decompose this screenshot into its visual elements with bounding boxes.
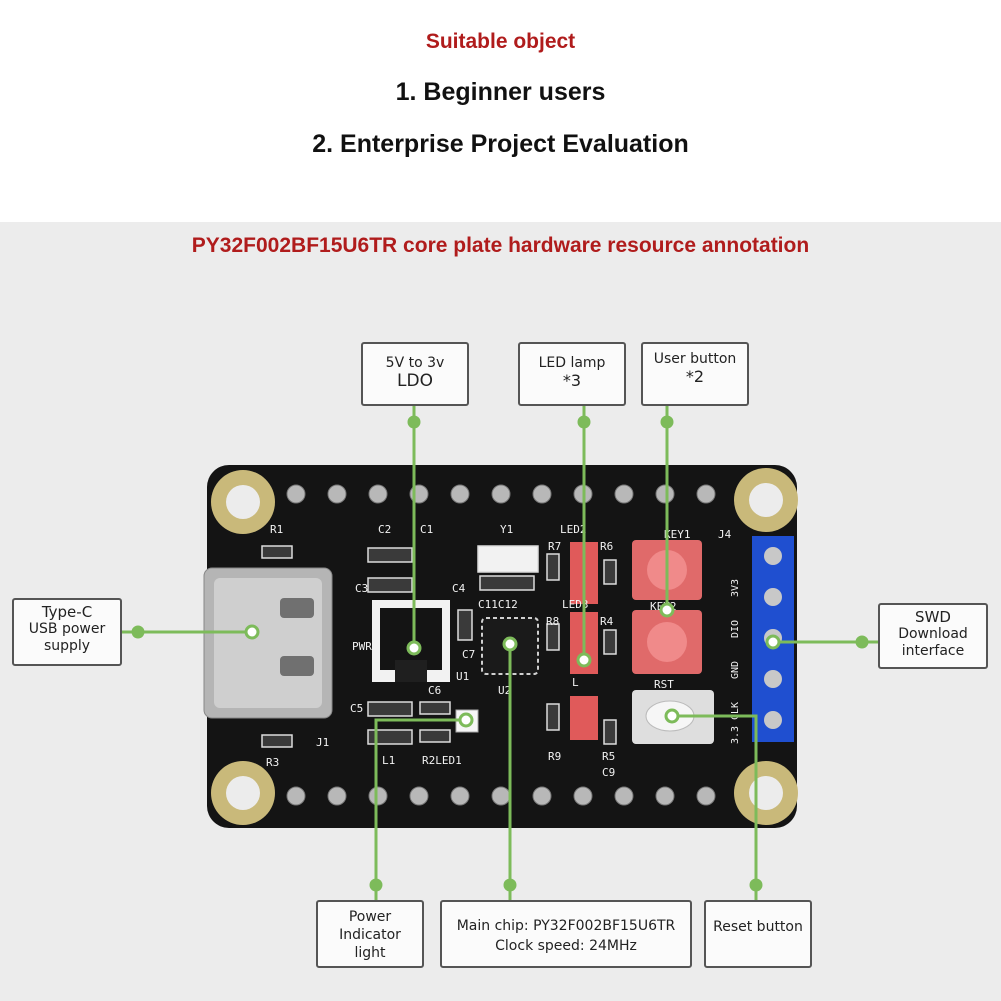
reset-label: Reset button bbox=[713, 919, 803, 935]
top-pin-pads bbox=[286, 484, 716, 504]
label-pwr: PWR bbox=[352, 640, 372, 653]
label-pin-clk: CLK bbox=[730, 702, 741, 720]
label-c5: C5 bbox=[350, 702, 363, 715]
callout-led-lamp: LED lamp *3 bbox=[518, 342, 626, 406]
led-lamp-line2: *3 bbox=[562, 371, 582, 390]
diagram-title: PY32F002BF15U6TR core plate hardware res… bbox=[191, 234, 810, 257]
label-r9: R9 bbox=[548, 750, 561, 763]
mount-holes bbox=[211, 468, 798, 825]
label-r2led1: R2LED1 bbox=[422, 754, 462, 767]
label-rst: RST bbox=[654, 678, 674, 691]
led-lamp-line1: LED lamp bbox=[538, 355, 606, 371]
label-led3: LED3 bbox=[562, 598, 589, 611]
label-c4: C4 bbox=[452, 582, 466, 595]
usb-c-connector bbox=[203, 567, 333, 719]
label-pin-3v3: 3V3 bbox=[730, 579, 741, 597]
beginner-users-line: 1. Beginner users bbox=[395, 78, 606, 106]
label-pin-33: 3.3 bbox=[730, 726, 741, 744]
callout-user-button: User button *2 bbox=[641, 342, 749, 406]
label-l1: L1 bbox=[382, 754, 395, 767]
label-c6: C6 bbox=[428, 684, 441, 697]
callout-reset: Reset button bbox=[704, 900, 812, 968]
swd-line1: SWD bbox=[915, 608, 951, 626]
label-r5: R5 bbox=[602, 750, 615, 763]
main-chip-line2: Clock speed: 24MHz bbox=[495, 938, 637, 954]
label-r8: R8 bbox=[546, 615, 559, 628]
label-led2: LED2 bbox=[560, 523, 587, 536]
power-line2: Indicator bbox=[339, 927, 401, 943]
user-button-line2: *2 bbox=[685, 367, 705, 386]
label-c11c12: C11C12 bbox=[478, 598, 518, 611]
label-r4: R4 bbox=[600, 615, 614, 628]
ldo-line2: LDO bbox=[397, 371, 433, 391]
callout-typec: Type-C USB power supply bbox=[12, 598, 122, 666]
leader-lines bbox=[122, 406, 878, 900]
label-pin-dio: DIO bbox=[730, 620, 741, 638]
power-line1: Power bbox=[348, 909, 392, 925]
callout-main-chip: Main chip: PY32F002BF15U6TR Clock speed:… bbox=[440, 900, 692, 968]
enterprise-evaluation-line: 2. Enterprise Project Evaluation bbox=[312, 130, 689, 158]
callout-power-indicator: Power Indicator light bbox=[316, 900, 424, 968]
header-section: Suitable object 1. Beginner users 2. Ent… bbox=[0, 0, 1001, 222]
label-j1: J1 bbox=[316, 736, 329, 749]
typec-line3: supply bbox=[43, 638, 91, 654]
label-key1: KEY1 bbox=[664, 528, 691, 541]
label-c9: C9 bbox=[602, 766, 615, 779]
bottom-pin-pads bbox=[286, 786, 716, 806]
power-line3: light bbox=[354, 945, 386, 961]
label-r7: R7 bbox=[548, 540, 561, 553]
label-r6: R6 bbox=[600, 540, 613, 553]
label-l: L bbox=[572, 676, 579, 689]
user-button-line1: User button bbox=[653, 351, 737, 367]
label-u1: U1 bbox=[456, 670, 469, 683]
label-u2: U2 bbox=[498, 684, 511, 697]
ldo-line1: 5V to 3v bbox=[385, 355, 445, 371]
main-chip-line1: Main chip: PY32F002BF15U6TR bbox=[456, 918, 676, 934]
label-c1: C1 bbox=[420, 523, 433, 536]
callout-ldo: 5V to 3v LDO bbox=[361, 342, 469, 406]
callout-swd: SWD Download interface bbox=[878, 603, 988, 669]
typec-line1: Type-C bbox=[41, 603, 93, 621]
typec-line2: USB power bbox=[28, 621, 106, 637]
label-r3: R3 bbox=[266, 756, 279, 769]
label-j4: J4 bbox=[718, 528, 732, 541]
label-r1: R1 bbox=[270, 523, 283, 536]
swd-line2: Download bbox=[898, 626, 968, 642]
label-c2: C2 bbox=[378, 523, 391, 536]
label-pin-gnd: GND bbox=[730, 661, 741, 679]
swd-line3: interface bbox=[901, 643, 965, 659]
suitable-object-title: Suitable object bbox=[425, 30, 576, 53]
label-c7: C7 bbox=[462, 648, 475, 661]
passive-components bbox=[261, 545, 617, 748]
label-c3: C3 bbox=[355, 582, 368, 595]
label-y1: Y1 bbox=[500, 523, 513, 536]
